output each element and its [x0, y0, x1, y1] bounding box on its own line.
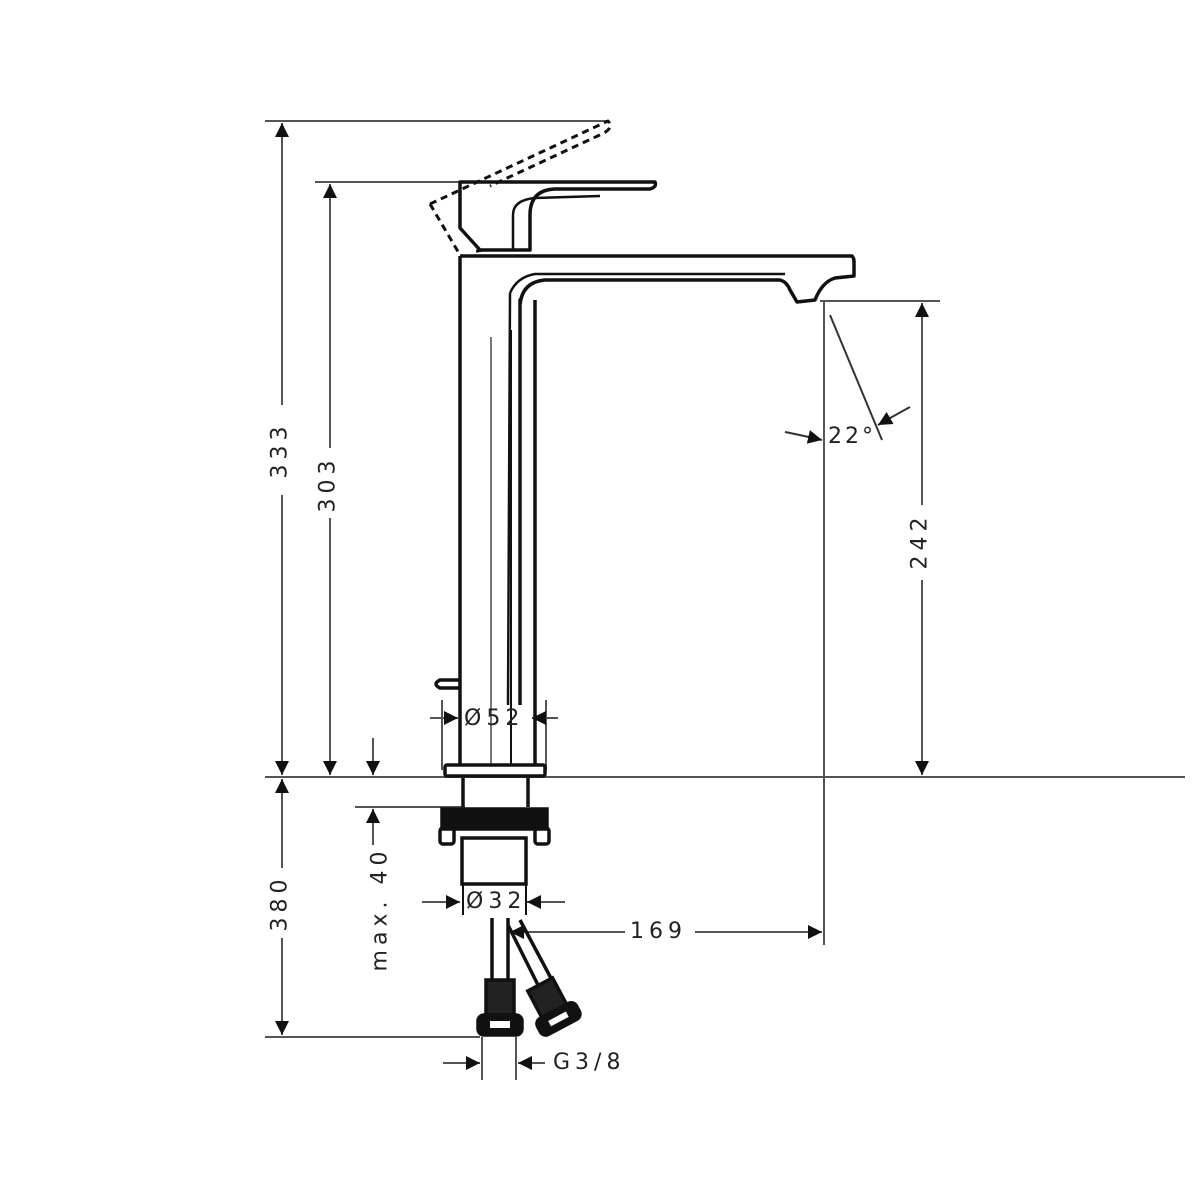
dim-d52	[430, 700, 558, 770]
fixing-nut	[440, 807, 549, 831]
faucet-body	[428, 119, 856, 778]
shank	[460, 836, 528, 886]
spout-inner-curve	[506, 292, 512, 706]
hose-fitting-straight	[484, 978, 516, 1017]
extension-lines	[265, 120, 1185, 1038]
base-plate	[443, 763, 547, 778]
supply-hoses	[476, 918, 582, 1037]
lever-handle	[458, 180, 658, 252]
dim-angle-22	[784, 314, 911, 444]
lever-open-position	[428, 119, 612, 256]
waste-knob	[434, 678, 460, 690]
mounting-assembly	[438, 778, 551, 915]
spout	[460, 254, 856, 705]
dim-g38	[443, 1037, 545, 1080]
